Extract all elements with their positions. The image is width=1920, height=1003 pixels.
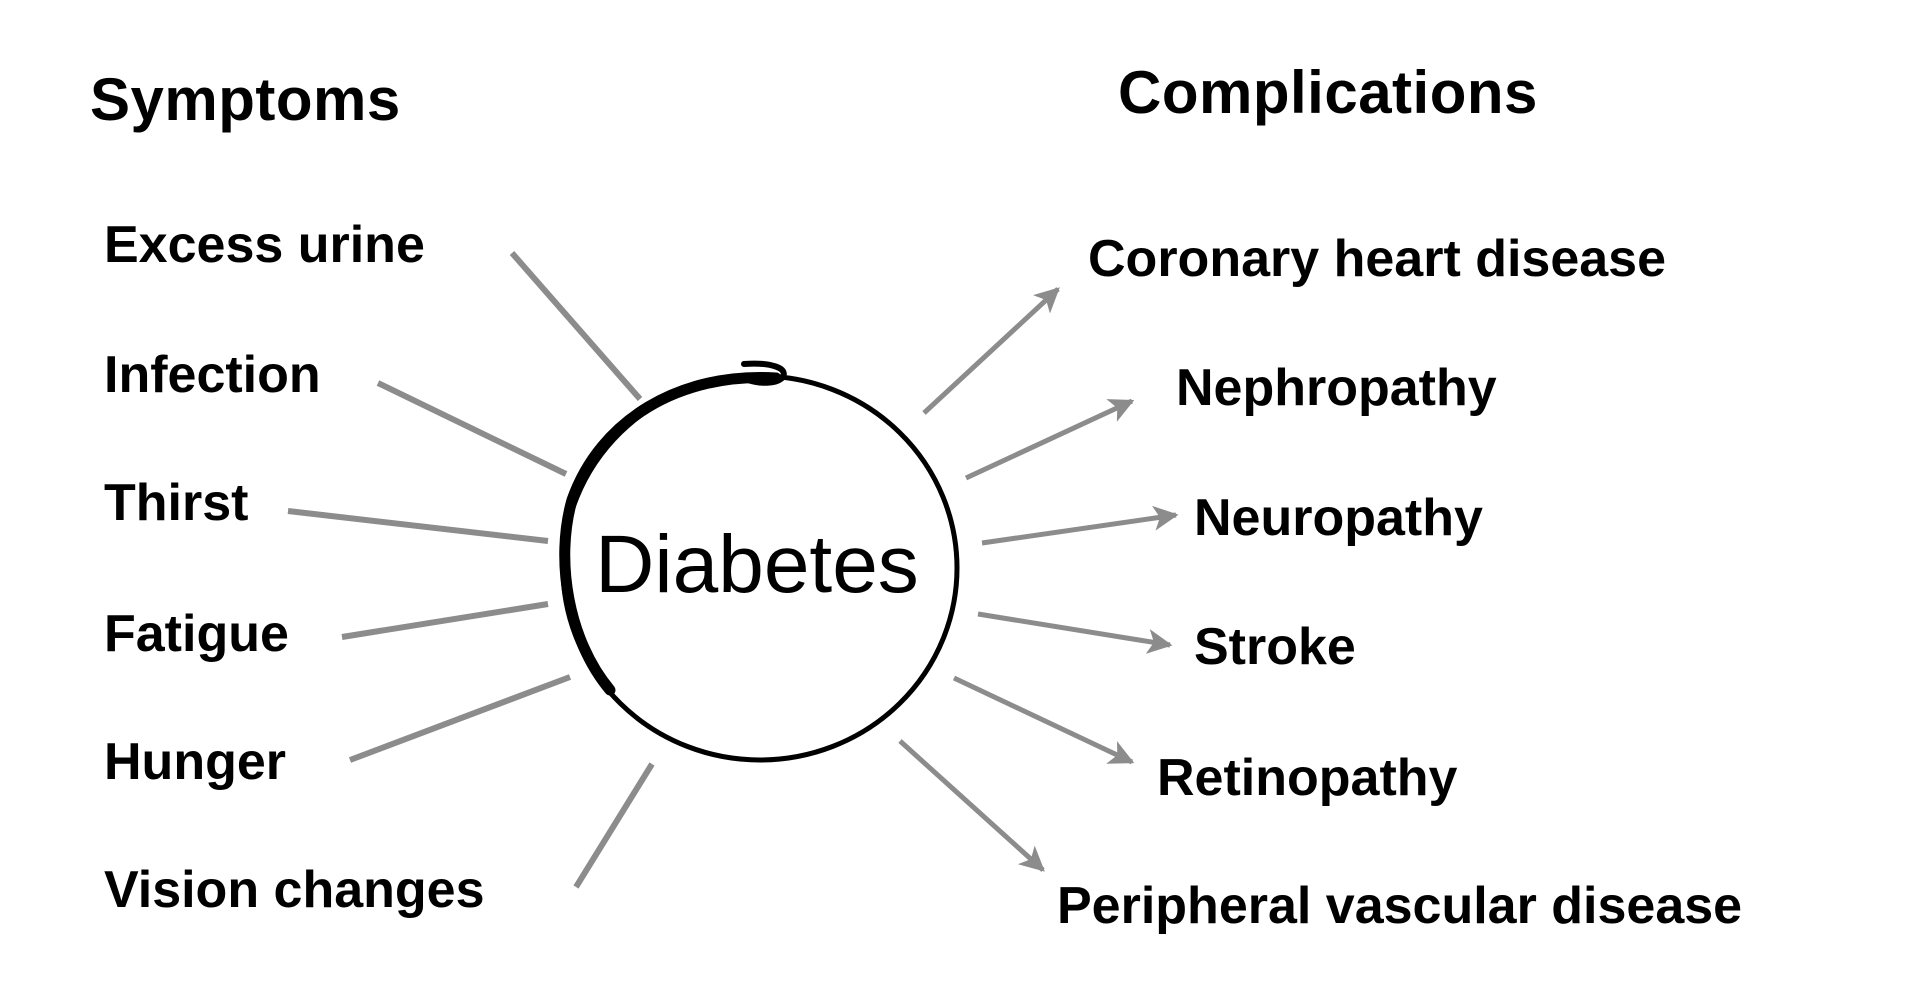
symptom-label-infection: Infection — [104, 346, 321, 404]
complication-list: Coronary heart disease Nephropathy Neuro… — [1057, 230, 1742, 935]
connector-fatigue — [341, 601, 549, 640]
symptom-label-vision-changes: Vision changes — [104, 861, 485, 919]
connector-excess-urine — [509, 251, 643, 401]
complication-label-peripheral-vascular-disease: Peripheral vascular disease — [1057, 877, 1742, 935]
arrow-coronary-heart-disease — [922, 287, 1060, 415]
connector-vision-changes — [573, 762, 655, 889]
connector-thirst — [287, 508, 549, 544]
complication-label-nephropathy: Nephropathy — [1176, 359, 1497, 417]
circle-brush-tip — [741, 360, 787, 386]
complication-label-stroke: Stroke — [1194, 618, 1356, 676]
symptom-connectors — [287, 251, 655, 889]
arrow-retinopathy — [952, 675, 1135, 765]
circle-brush-stroke — [559, 371, 782, 696]
symptoms-heading: Symptoms — [90, 66, 401, 133]
diabetes-label: Diabetes — [595, 519, 919, 610]
complication-label-neuropathy: Neuropathy — [1194, 489, 1483, 547]
symptom-label-fatigue: Fatigue — [104, 605, 289, 663]
complications-heading: Complications — [1118, 59, 1538, 126]
arrow-neuropathy — [981, 505, 1179, 546]
connector-hunger — [348, 674, 572, 763]
arrow-peripheral-vascular-disease — [898, 739, 1045, 872]
symptom-list: Excess urine Infection Thirst Fatigue Hu… — [104, 216, 485, 919]
complication-label-coronary-heart-disease: Coronary heart disease — [1088, 230, 1666, 288]
complication-label-retinopathy: Retinopathy — [1157, 749, 1458, 807]
symptom-label-thirst: Thirst — [104, 474, 248, 532]
diabetes-circle — [559, 360, 960, 763]
arrow-nephropathy — [964, 398, 1135, 481]
symptom-label-excess-urine: Excess urine — [104, 216, 425, 274]
symptom-label-hunger: Hunger — [104, 733, 286, 791]
arrow-stroke — [977, 611, 1173, 654]
connector-infection — [376, 380, 568, 477]
complication-arrows — [898, 287, 1179, 872]
